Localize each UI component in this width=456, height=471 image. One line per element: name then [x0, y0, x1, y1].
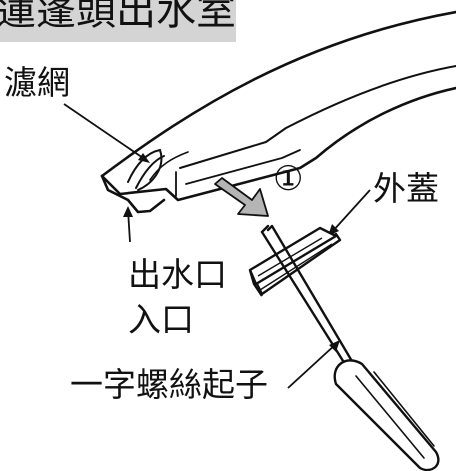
leader-lines [63, 103, 371, 389]
direction-arrow [214, 177, 269, 217]
filter-clip [127, 148, 165, 191]
label-step-number: ① [273, 159, 304, 199]
diagram-title: 蓮蓬頭出水室 [0, 0, 236, 34]
label-outer-cover: 外蓋 [373, 169, 439, 208]
label-inlet: 入口 [128, 300, 194, 339]
screwdriver [260, 224, 440, 471]
shower-head [100, 10, 456, 214]
label-filter: 濾網 [4, 63, 70, 102]
outer-cover [248, 226, 342, 297]
label-water-outlet: 出水口 [128, 255, 227, 294]
title-band: 蓮蓬頭出水室 [0, 0, 236, 42]
label-screwdriver: 一字螺絲起子 [70, 365, 268, 404]
